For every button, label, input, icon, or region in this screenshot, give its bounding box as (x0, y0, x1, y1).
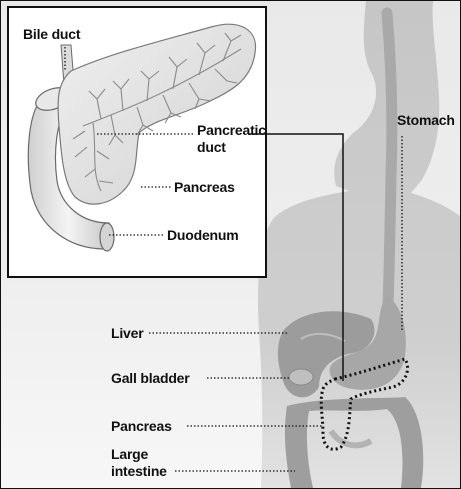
label-bile-duct: Bile duct (23, 27, 80, 42)
label-pancreas-inset: Pancreas (174, 180, 235, 195)
label-large-intestine-line2: intestine (111, 464, 167, 479)
label-duodenum: Duodenum (167, 228, 239, 243)
label-gall-bladder: Gall bladder (111, 371, 190, 386)
label-large-intestine-line1: Large (111, 447, 148, 462)
label-pancreas-body: Pancreas (111, 419, 172, 434)
esophagus (387, 13, 392, 331)
label-pancreatic-duct-line2: duct (197, 140, 226, 155)
label-stomach: Stomach (397, 113, 455, 128)
label-pancreatic-duct-line1: Pancreatic (197, 123, 266, 138)
gall-bladder-organ (289, 369, 313, 385)
label-liver: Liver (111, 326, 143, 341)
